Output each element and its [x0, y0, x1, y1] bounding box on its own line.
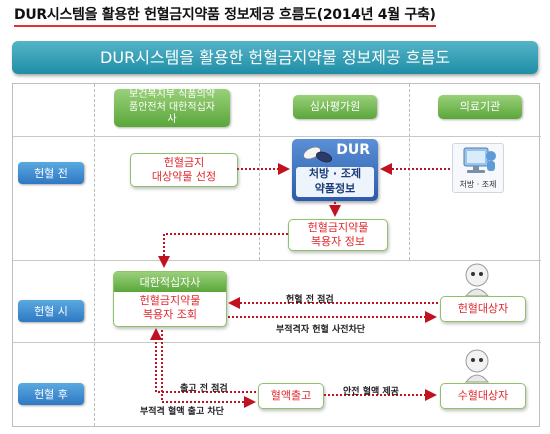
blood-release-label: 혈액출고: [270, 388, 312, 402]
grid-divider: [409, 84, 410, 260]
column-header-clinic-label: 의료기관: [459, 100, 501, 114]
computer-icon: [463, 147, 496, 173]
edge-label-pre-release-check: 출고 전 점검: [180, 384, 228, 394]
flow-grid: [12, 83, 541, 427]
row-label-before-text: 헌혈 전: [34, 167, 68, 180]
blood-release-box: 혈액출고: [258, 383, 324, 409]
user-info-line2: 복용자 정보: [310, 235, 366, 248]
edge-label-pre-check: 헌혈 전 점검: [286, 295, 334, 305]
recipient-label: 수혈대상자: [457, 388, 509, 402]
redcross-title: 대한적십자사: [114, 272, 226, 292]
column-header-hira-label: 심사평가원: [309, 100, 361, 114]
row-label-after: 헌혈 후: [18, 383, 84, 405]
page-title: DUR시스템을 활용한 헌혈금지약품 정보제공 흐름도(2014년 4월 구축): [14, 4, 436, 27]
prescription-terminal: 처방 · 조제: [452, 143, 504, 193]
column-header-mohw: 보건복지부 식품의약품안전처 대한적십자사: [114, 89, 230, 127]
drug-selection-box: 헌혈금지 대상약물 선정: [130, 153, 238, 187]
dur-info-line2: 약품정보: [314, 182, 356, 195]
column-header-hira: 심사평가원: [293, 95, 377, 119]
row-label-during: 헌혈 시: [18, 300, 84, 322]
lookup-line2: 복용자 조회: [142, 308, 198, 322]
donor-box: 헌혈대상자: [440, 296, 526, 322]
grid-divider: [13, 136, 541, 137]
grid-divider: [13, 260, 541, 261]
column-header-mohw-label: 보건복지부 식품의약품안전처 대한적십자사: [129, 89, 215, 126]
row-label-during-text: 헌혈 시: [34, 305, 68, 318]
edge-label-safe-supply: 안전 혈액 제공: [343, 387, 399, 397]
drug-selection-line2: 대상약물 선정: [151, 170, 217, 183]
user-info-box: 헌혈금지약물 복용자 정보: [288, 219, 388, 251]
dur-system-box: DUR 처방 · 조제 약품정보: [292, 139, 378, 201]
row-label-after-text: 헌혈 후: [34, 388, 68, 401]
recipient-box: 수혈대상자: [440, 383, 526, 409]
grid-divider: [259, 84, 260, 260]
pill-icon: [303, 146, 332, 163]
redcross-title-text: 대한적십자사: [139, 276, 201, 289]
grid-divider: [94, 84, 95, 426]
arrow-lookup-to-release: [161, 330, 256, 408]
lookup-text: 헌혈금지약물 복용자 조회: [114, 294, 226, 323]
row-label-before: 헌혈 전: [18, 162, 84, 184]
donor-avatar-icon: [464, 263, 490, 297]
dur-info-line1: 처방 · 조제: [308, 167, 362, 181]
user-info-line1: 헌혈금지약물: [307, 220, 369, 234]
edge-label-release-block: 부적격 혈액 출고 차단: [140, 407, 224, 417]
donor-label: 헌혈대상자: [457, 301, 509, 315]
drug-selection-line1: 헌혈금지: [163, 155, 205, 169]
arrow-release-to-lookup: [150, 328, 256, 393]
prescription-label: 처방 · 조제: [459, 180, 497, 189]
edge-label-block: 부적격자 헌혈 사전차단: [276, 325, 366, 335]
redcross-lookup-box: 대한적십자사 헌혈금지약물 복용자 조회: [113, 271, 227, 327]
arrow-info-to-redcross: [158, 233, 288, 268]
banner-title: DUR시스템을 활용한 헌혈금지약물 정보제공 흐름도: [12, 41, 538, 74]
recipient-avatar-icon: [464, 349, 490, 383]
dur-info-panel: 처방 · 조제 약품정보: [296, 167, 374, 197]
lookup-line1: 헌혈금지약물: [139, 294, 201, 307]
grid-divider: [13, 342, 541, 343]
column-header-clinic: 의료기관: [438, 95, 522, 119]
dur-logo: DUR: [336, 142, 370, 158]
